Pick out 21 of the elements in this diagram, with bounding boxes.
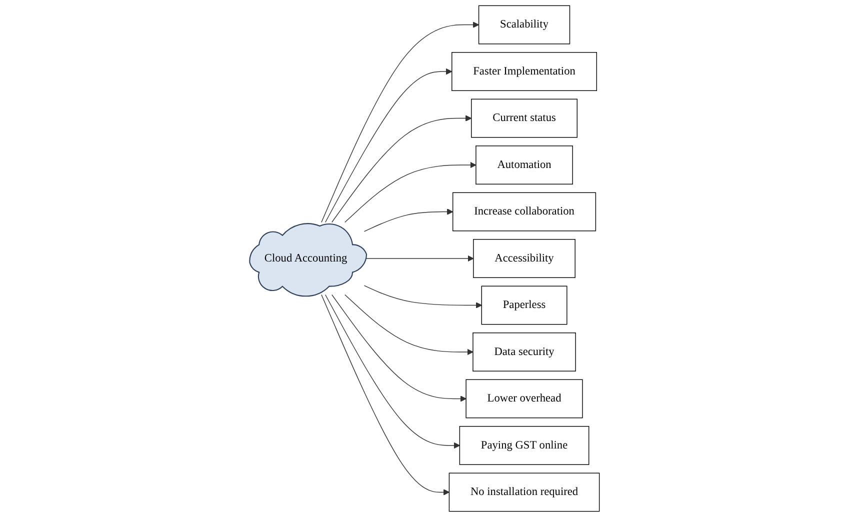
node-box: Paying GST online [459, 426, 590, 465]
node-box: Paperless [481, 286, 568, 325]
arrow [321, 22, 480, 223]
arrow [344, 162, 476, 223]
node-box: Faster Implementation [452, 52, 597, 91]
arrow [364, 285, 482, 308]
arrow [325, 68, 452, 223]
node-box: Scalability [478, 5, 570, 44]
node-box: No installation required [448, 472, 600, 512]
arrow [364, 208, 454, 232]
node-box: Increase collaboration [452, 192, 596, 232]
arrow [344, 294, 474, 356]
arrow [332, 115, 472, 223]
node-box: Data security [472, 332, 576, 372]
arrow [321, 294, 450, 496]
arrow [332, 294, 466, 402]
node-box: Accessibility [473, 239, 576, 278]
node-box: Current status [471, 98, 578, 138]
node-box: Automation [476, 146, 573, 184]
arrow [325, 294, 460, 449]
node-box: Lower overhead [466, 379, 583, 418]
